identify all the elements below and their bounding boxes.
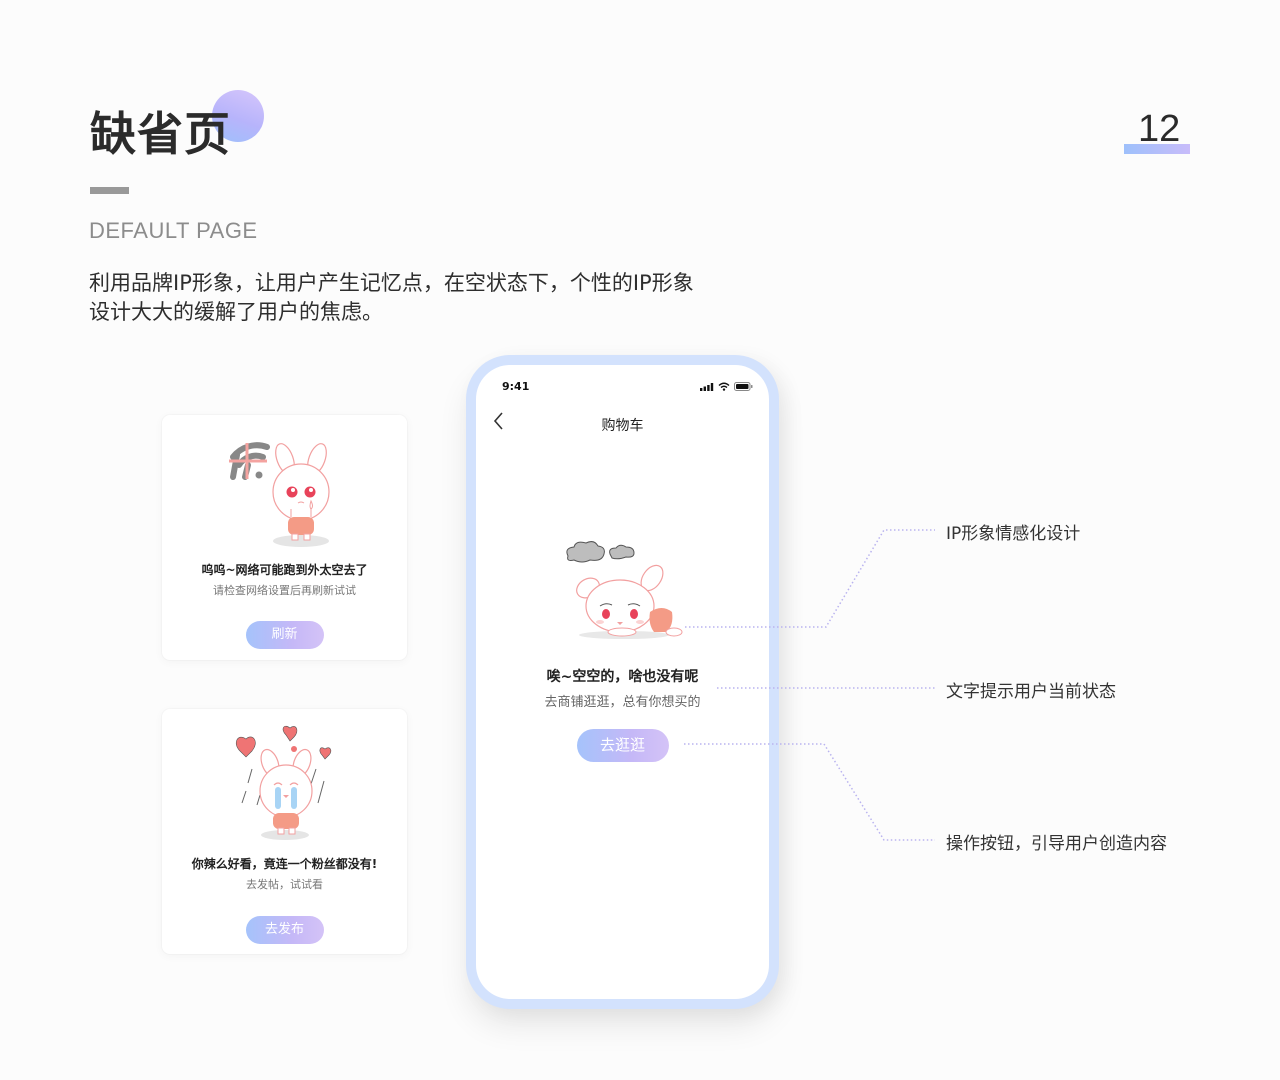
description-line-2: 设计大大的缓解了用户的焦虑。 <box>89 300 383 324</box>
card-title: 你辣么好看，竟连一个粉丝都没有! <box>191 857 378 871</box>
signal-icon <box>700 382 714 391</box>
wifi-off-icon <box>228 442 270 480</box>
go-shopping-button[interactable]: 去逛逛 <box>576 729 669 762</box>
annotation-text-hint: 文字提示用户当前状态 <box>946 682 1116 702</box>
status-icons <box>700 382 753 391</box>
annotation-action-button: 操作按钮，引导用户创造内容 <box>946 834 1167 854</box>
chevron-left-icon[interactable] <box>490 409 510 433</box>
card-subtitle: 去发帖，试试看 <box>246 878 323 891</box>
post-button[interactable]: 去发布 <box>245 916 324 944</box>
description-line-1: 利用品牌IP形象，让用户产生记忆点，在空状态下，个性的IP形象 <box>89 271 694 295</box>
page-number: 12 <box>1138 108 1181 150</box>
rabbit-lying-sad-illustration <box>566 541 683 639</box>
rabbit-crying-no-wifi-illustration <box>228 442 330 547</box>
page-number-highlight <box>1124 144 1190 154</box>
phone-mockup: 9:41 购物车 <box>466 355 779 1009</box>
cloud-icon <box>566 541 635 563</box>
title-underline-divider <box>90 187 129 194</box>
card-subtitle: 请检查网络设置后再刷新试试 <box>213 584 356 597</box>
card-title: 呜呜~网络可能跑到外太空去了 <box>201 563 368 577</box>
refresh-button[interactable]: 刷新 <box>245 621 324 649</box>
title-block: 缺省页 <box>90 90 290 180</box>
page-description: 利用品牌IP形象，让用户产生记忆点，在空状态下，个性的IP形象 设计大大的缓解了… <box>89 269 809 327</box>
broken-heart-icon <box>235 725 331 760</box>
battery-icon <box>734 382 753 391</box>
empty-state-title: 唉~空空的，啥也没有呢 <box>546 669 699 685</box>
empty-state-card-fans: 你辣么好看，竟连一个粉丝都没有! 去发帖，试试看 去发布 <box>162 709 407 954</box>
decorative-gradient-circle <box>212 90 264 142</box>
page-number-block: 12 <box>1124 108 1190 154</box>
status-time: 9:41 <box>502 380 530 393</box>
annotation-ip-design: IP形象情感化设计 <box>946 524 1081 544</box>
empty-state-card-network: 呜呜~网络可能跑到外太空去了 请检查网络设置后再刷新试试 刷新 <box>162 415 407 660</box>
phone-screen: 9:41 购物车 <box>476 365 769 999</box>
wifi-icon <box>718 382 730 391</box>
empty-state-subtitle: 去商铺逛逛，总有你想买的 <box>544 695 701 710</box>
page-title: 缺省页 <box>90 107 231 161</box>
page-subtitle: DEFAULT PAGE <box>89 218 258 243</box>
rabbit-crying-broken-hearts-illustration <box>235 725 331 840</box>
nav-title: 购物车 <box>601 418 644 434</box>
